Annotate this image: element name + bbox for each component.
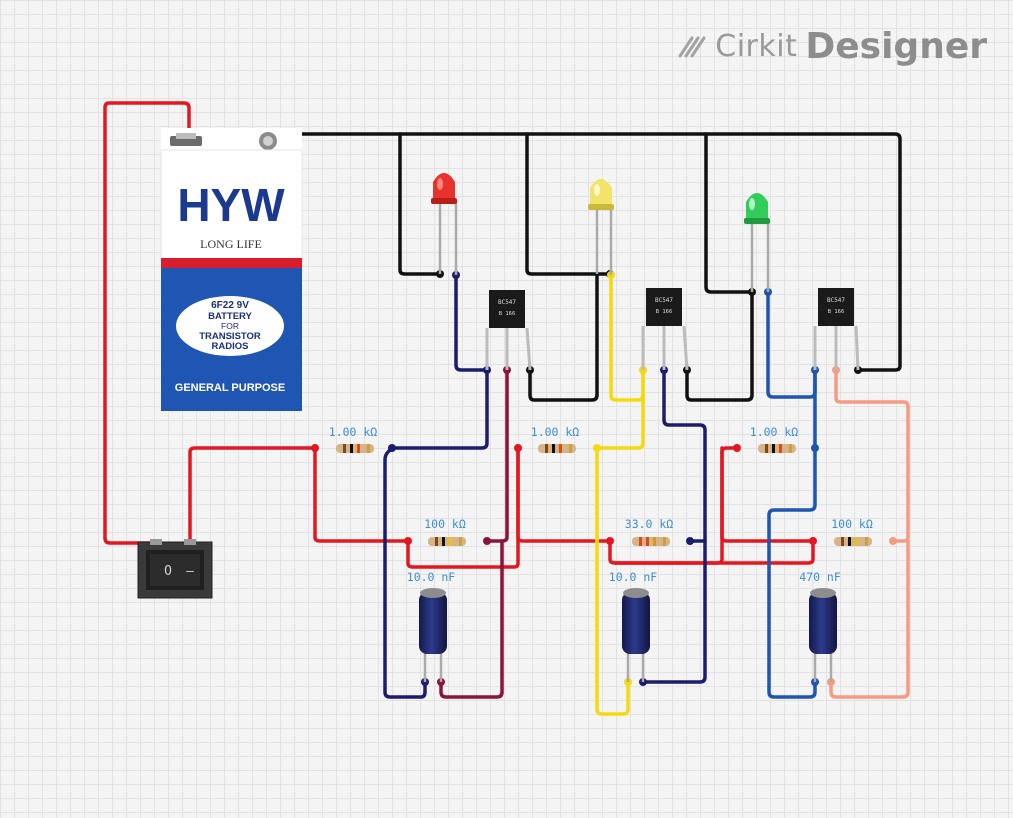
battery-line3: FOR [221,321,239,331]
wire-r2-to-r5[interactable] [516,446,612,543]
brand-name-light: Cirkit [715,29,798,64]
resistor-r5[interactable]: 33.0 kΩ [625,517,674,546]
capacitor-c1[interactable]: 10.0 nF [407,570,456,682]
wire-q2-to-r2[interactable] [595,368,645,450]
wire-led2-to-q2[interactable] [609,273,645,402]
wire-r2-to-c2[interactable] [595,446,630,716]
resistor-r4[interactable]: 100 kΩ [424,517,466,546]
switch-on-symbol: — [186,564,194,579]
battery-model: 6F22 9V [211,300,249,311]
c2-label: 10.0 nF [609,570,658,584]
q2-code: B 166 [656,309,673,315]
transistor-q2[interactable]: BC547 B 166 [641,288,689,371]
transistor-q1[interactable]: BC547 B 166 [485,290,532,371]
r4-label: 100 kΩ [424,517,466,531]
red-wires[interactable] [103,101,815,569]
switch-off-symbol: O [164,564,172,579]
wire-battery-plus-to-switch[interactable] [103,101,191,545]
wire-r4-left-to-r2[interactable] [406,446,520,569]
q2-part: BC547 [655,297,673,304]
c3-label: 470 nF [799,570,841,584]
wire-r6-to-bus[interactable] [613,539,815,565]
battery-9v[interactable]: HYW LONG LIFE 6F22 9V BATTERY FOR TRANSI… [160,128,303,411]
wire-r3-to-c3[interactable] [767,446,817,699]
brand-logo: Cirkit Designer [677,26,987,67]
wire-q1-collector-to-c1[interactable] [485,368,509,543]
wire-led3-to-q3[interactable] [766,290,817,399]
rocker-switch[interactable]: O — [137,539,213,599]
battery-line2: BATTERY [208,311,252,322]
q3-part: BC547 [827,297,845,304]
transistor-q3[interactable]: BC547 B 166 [813,288,860,371]
wire-r6-to-c3[interactable] [829,539,910,699]
wire-bus-led3[interactable] [704,132,754,294]
q3-code: B 166 [828,309,845,315]
battery-footer: GENERAL PURPOSE [175,382,285,394]
r5-label: 33.0 kΩ [625,517,674,531]
salmon-wires[interactable] [829,368,910,699]
wire-battery-minus-bus[interactable] [266,132,902,372]
led-red[interactable] [431,173,458,275]
battery-tagline: LONG LIFE [200,237,262,251]
resistor-r6[interactable]: 100 kΩ [831,517,873,546]
wire-led2-to-q1-emitter[interactable] [528,272,599,402]
wire-r3-to-r6[interactable] [720,446,815,543]
wire-q3-to-r6[interactable] [834,368,910,543]
battery-brand: HYW [177,179,285,231]
cirkit-logo-icon [678,36,706,57]
wire-bus-led1[interactable] [398,132,442,276]
led-green[interactable] [744,193,770,292]
wire-r5-left-to-r3[interactable] [608,446,739,565]
wire-r1-to-c1[interactable] [383,446,427,699]
battery-line4: TRANSISTOR [199,331,261,342]
q1-code: B 166 [499,311,516,317]
wire-bus-led2[interactable] [525,132,612,276]
black-wires[interactable] [266,132,902,402]
capacitor-c3[interactable]: 470 nF [799,570,841,682]
resistor-r3[interactable]: 1.00 kΩ [750,425,799,453]
q1-part: BC547 [498,299,516,306]
wire-switch-to-bus[interactable] [188,446,317,545]
led-yellow[interactable] [588,179,614,275]
battery-line5: RADIOS [212,341,249,352]
blue-wires[interactable] [766,290,817,699]
wire-q1-to-r1[interactable] [390,368,489,450]
wire-r4-to-c1[interactable] [439,539,504,699]
resistor-r1[interactable]: 1.00 kΩ [329,425,378,453]
resistor-r2[interactable]: 1.00 kΩ [531,425,580,453]
r1-label: 1.00 kΩ [329,425,378,439]
c1-label: 10.0 nF [407,570,456,584]
wire-bus-r1-r4[interactable] [313,446,410,543]
r2-label: 1.00 kΩ [531,425,580,439]
wire-led3-to-q2-emitter[interactable] [685,290,754,402]
r6-label: 100 kΩ [831,517,873,531]
capacitor-c2[interactable]: 10.0 nF [609,570,658,682]
yellow-wires[interactable] [595,273,645,716]
wire-led1-to-q1[interactable] [454,273,489,372]
brand-name-bold: Designer [805,26,987,67]
maroon-wires[interactable] [439,368,509,699]
r3-label: 1.00 kΩ [750,425,799,439]
wire-q2-collector-to-c2[interactable] [641,368,707,684]
